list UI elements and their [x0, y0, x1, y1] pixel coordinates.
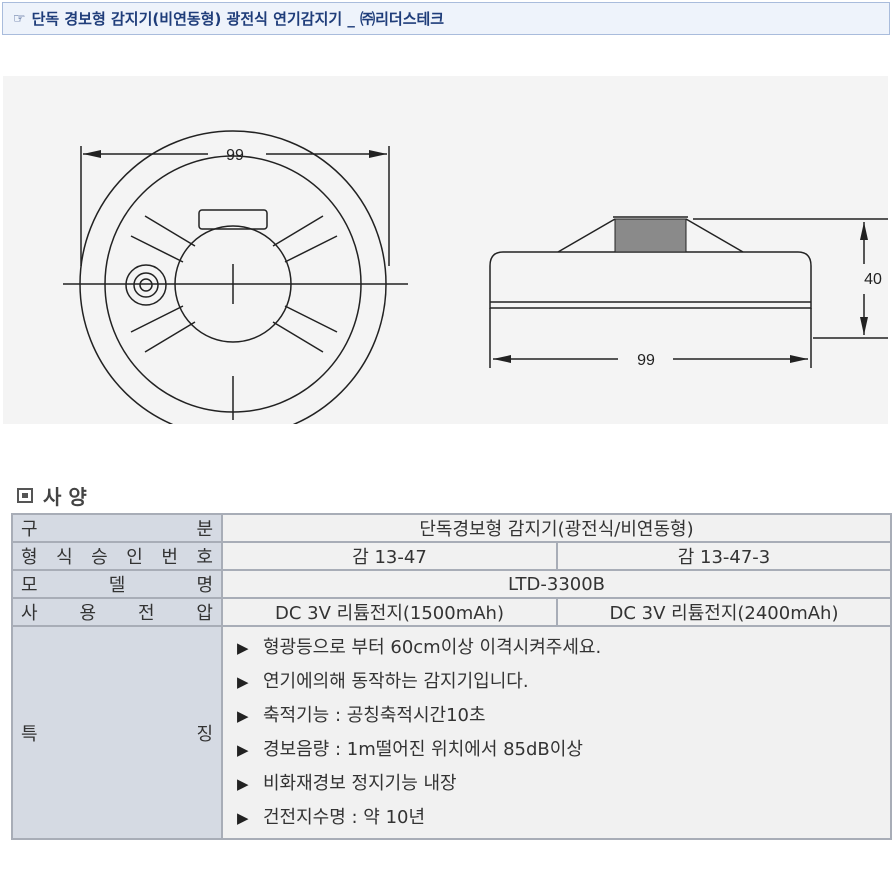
page-title-bar: ☞ 단독 경보형 감지기(비연동형) 광전식 연기감지기 _ ㈜리더스테크	[2, 2, 890, 35]
top-view-drawing	[63, 130, 408, 438]
feature-item: ▶ 축적기능 : 공칭축적시간10초	[237, 699, 880, 733]
spec-value-features: ▶ 형광등으로 부터 60cm이상 이격시켜주세요. ▶ 연기에의해 동작하는 감지…	[221, 625, 892, 840]
feature-item: ▶ 형광등으로 부터 60cm이상 이격시켜주세요.	[237, 631, 880, 665]
label-char: 형	[21, 547, 38, 568]
top-view-width-dimension: 99	[226, 147, 244, 164]
spec-section-heading: 사 양	[17, 481, 87, 510]
feature-text: 축적기능 : 공칭축적시간10초	[263, 704, 486, 726]
label-char: 특	[21, 723, 38, 745]
spec-value-type: 단독경보형 감지기(광전식/비연동형)	[221, 513, 892, 543]
feature-item: ▶ 경보음량 : 1m떨어진 위치에서 85dB이상	[237, 733, 880, 767]
label-char: 번	[161, 547, 178, 568]
feature-list: ▶ 형광등으로 부터 60cm이상 이격시켜주세요. ▶ 연기에의해 동작하는 감지…	[237, 631, 880, 835]
feature-text: 형광등으로 부터 60cm이상 이격시켜주세요.	[263, 636, 602, 658]
arrow-bullet-icon: ▶	[237, 740, 249, 759]
label-char: 명	[196, 575, 213, 596]
spec-value-voltage-b: DC 3V 리튬전지(2400mAh)	[556, 597, 892, 627]
spec-section-title: 사 양	[43, 485, 87, 509]
detector-drawing-svg: 99 99 40	[63, 130, 888, 438]
label-char: 용	[79, 603, 97, 624]
label-char: 구	[21, 519, 38, 540]
side-view-width-dimension: 99	[637, 352, 655, 369]
feature-item: ▶ 비화재경보 정지기능 내장	[237, 767, 880, 801]
feature-item: ▶ 건전지수명 : 약 10년	[237, 801, 880, 835]
spec-row-model: 모 델 명 LTD-3300B	[11, 569, 892, 599]
page-title: 단독 경보형 감지기(비연동형) 광전식 연기감지기 _ ㈜리더스테크	[31, 10, 445, 28]
label-char: 델	[108, 575, 126, 596]
label-char: 모	[21, 575, 38, 596]
feature-text: 비화재경보 정지기능 내장	[263, 772, 457, 794]
label-char: 분	[196, 519, 213, 540]
spec-row-voltage: 사 용 전 압 DC 3V 리튬전지(1500mAh) DC 3V 리튬전지(2400…	[11, 597, 892, 627]
label-char: 전	[137, 603, 155, 624]
spec-value-approval-b: 감 13-47-3	[556, 541, 892, 571]
label-char: 승	[91, 547, 108, 568]
arrow-bullet-icon: ▶	[237, 706, 249, 725]
arrow-bullet-icon: ▶	[237, 638, 249, 657]
arrow-bullet-icon: ▶	[237, 808, 249, 827]
spec-value-approval-a: 감 13-47	[221, 541, 558, 571]
label-char: 압	[196, 603, 213, 624]
side-view-height-dimension: 40	[864, 271, 882, 288]
feature-text: 연기에의해 동작하는 감지기입니다.	[263, 670, 529, 692]
arrow-bullet-icon: ▶	[237, 774, 249, 793]
feature-text: 경보음량 : 1m떨어진 위치에서 85dB이상	[263, 738, 583, 760]
label-char: 징	[196, 723, 213, 745]
spec-value-model: LTD-3300B	[221, 569, 892, 599]
square-bullet-icon	[17, 488, 33, 503]
side-view-drawing	[489, 216, 888, 368]
pointing-hand-icon: ☞	[13, 10, 26, 27]
feature-text: 건전지수명 : 약 10년	[263, 806, 426, 828]
arrow-bullet-icon: ▶	[237, 672, 249, 691]
label-char: 사	[21, 603, 38, 624]
feature-item: ▶ 연기에의해 동작하는 감지기입니다.	[237, 665, 880, 699]
label-char: 호	[196, 547, 213, 568]
label-char: 식	[56, 547, 73, 568]
label-char: 인	[126, 547, 143, 568]
spec-value-voltage-a: DC 3V 리튬전지(1500mAh)	[221, 597, 558, 627]
technical-drawing: 99 99 40	[3, 76, 888, 438]
